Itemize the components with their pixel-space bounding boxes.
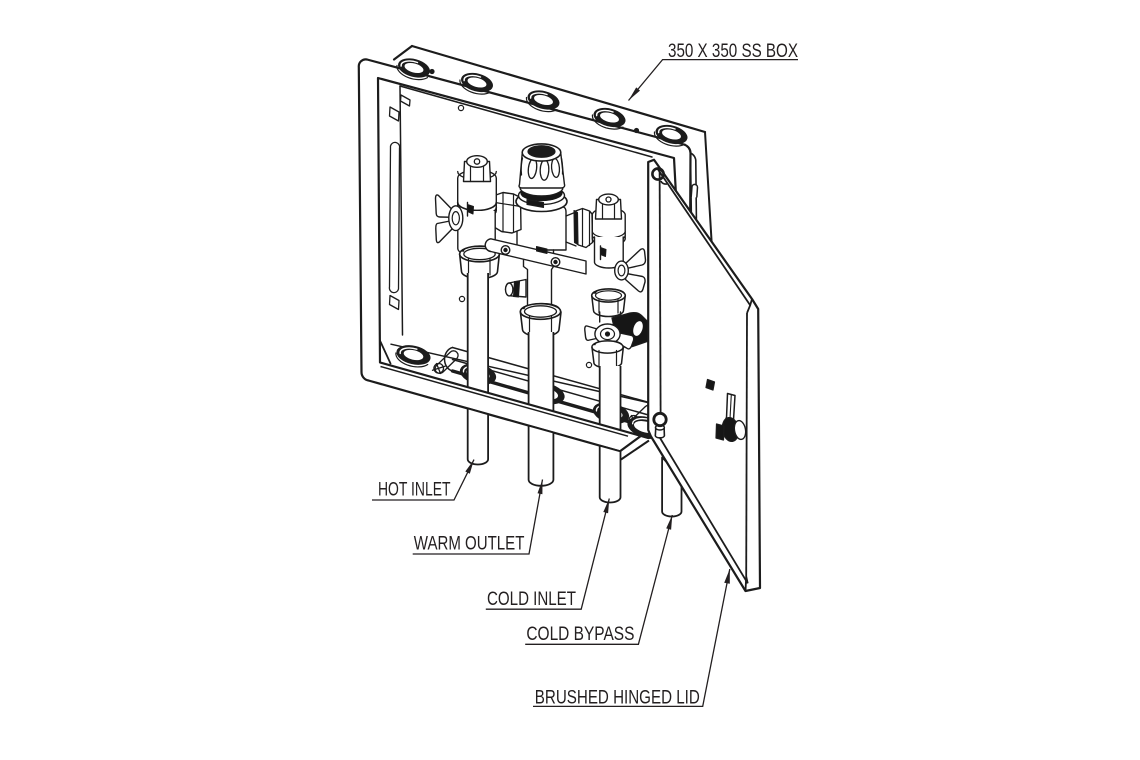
svg-text:350 X 350 SS BOX: 350 X 350 SS BOX (668, 41, 798, 62)
svg-text:WARM OUTLET: WARM OUTLET (414, 533, 525, 554)
svg-text:BRUSHED HINGED LID: BRUSHED HINGED LID (535, 688, 700, 709)
svg-text:COLD BYPASS: COLD BYPASS (526, 624, 634, 645)
svg-text:COLD INLET: COLD INLET (487, 589, 576, 610)
svg-text:HOT INLET: HOT INLET (378, 479, 451, 500)
